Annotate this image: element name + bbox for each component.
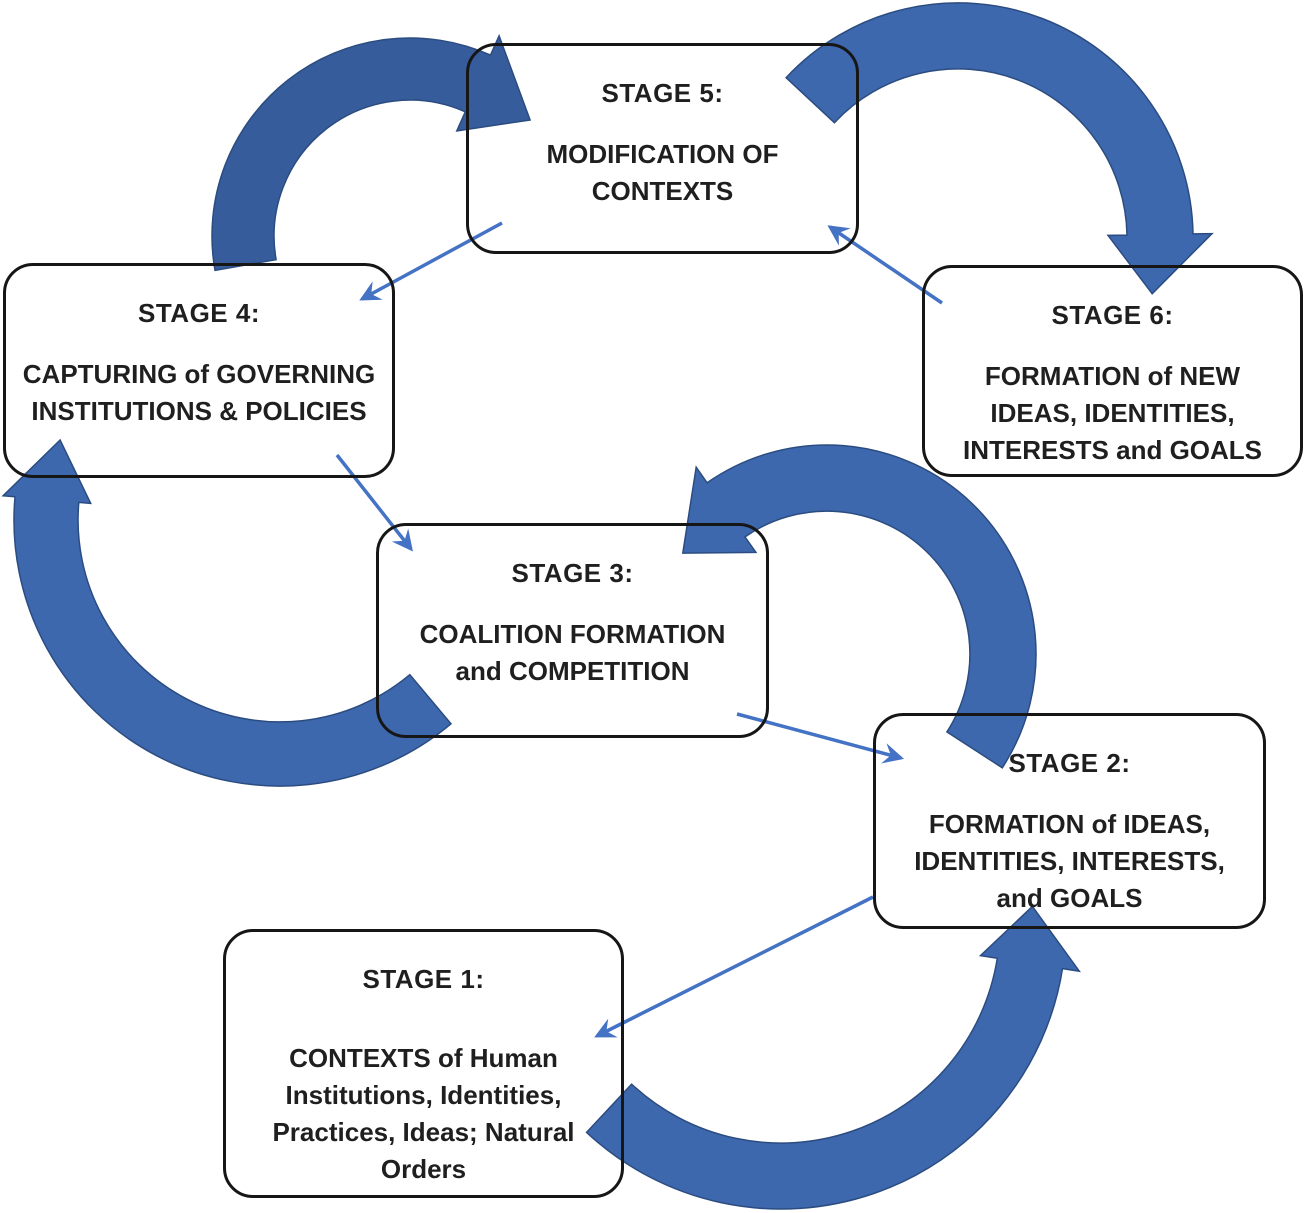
- stage-3-body: COALITION FORMATION and COMPETITION: [379, 616, 766, 690]
- stage-2-title: STAGE 2:: [1008, 748, 1131, 778]
- stage-4-body: CAPTURING of GOVERNING INSTITUTIONS & PO…: [6, 356, 392, 430]
- stage-3-title: STAGE 3:: [511, 558, 634, 588]
- stage-1-box: STAGE 1: CONTEXTS of Human Institutions,…: [223, 929, 624, 1198]
- stage-5-box: STAGE 5: MODIFICATION OF CONTEXTS: [466, 43, 859, 254]
- stage-1-title: STAGE 1:: [362, 964, 485, 994]
- stage-3-box: STAGE 3: COALITION FORMATION and COMPETI…: [376, 523, 769, 738]
- stage-1-body: CONTEXTS of Human Institutions, Identiti…: [226, 1040, 621, 1188]
- stage-line: INSTITUTIONS & POLICIES: [31, 396, 367, 426]
- stage-line: FORMATION of NEW: [984, 361, 1241, 391]
- stage-line: FORMATION of IDEAS,: [928, 809, 1211, 839]
- stage-4-title: STAGE 4:: [138, 298, 260, 328]
- stage-line: COALITION FORMATION: [419, 619, 726, 649]
- stage-line: Institutions, Identities,: [285, 1080, 562, 1110]
- stage-6-body: FORMATION of NEW IDEAS, IDENTITIES, INTE…: [925, 358, 1300, 469]
- stage-line: CONTEXTS: [591, 176, 734, 206]
- stage-line: MODIFICATION OF: [546, 139, 779, 169]
- stage-line: IDEAS, IDENTITIES,: [990, 398, 1235, 428]
- stage-line: IDENTITIES, INTERESTS,: [914, 846, 1225, 876]
- stage-4-box: STAGE 4: CAPTURING of GOVERNING INSTITUT…: [3, 263, 395, 478]
- stage-line: CAPTURING of GOVERNING: [22, 359, 376, 389]
- curved-arrow-stage1-to-stage2: [585, 905, 1081, 1210]
- stage-line: Orders: [380, 1154, 467, 1184]
- stage-5-body: MODIFICATION OF CONTEXTS: [469, 136, 856, 210]
- stage-line: INTERESTS and GOALS: [962, 435, 1263, 465]
- stage-6-title: STAGE 6:: [1051, 300, 1174, 330]
- stage-2-box: STAGE 2: FORMATION of IDEAS, IDENTITIES,…: [873, 713, 1266, 929]
- stage-line: CONTEXTS of Human: [289, 1043, 558, 1073]
- stage-line: Practices, Ideas; Natural: [272, 1117, 575, 1147]
- stage-2-body: FORMATION of IDEAS, IDENTITIES, INTEREST…: [876, 806, 1263, 917]
- stage-line: and GOALS: [996, 883, 1143, 913]
- straight-arrow-stage2-to-stage1: [594, 895, 874, 1038]
- stage-5-title: STAGE 5:: [601, 78, 724, 108]
- stage-6-box: STAGE 6: FORMATION of NEW IDEAS, IDENTIT…: [922, 265, 1303, 477]
- stage-line: and COMPETITION: [455, 656, 690, 686]
